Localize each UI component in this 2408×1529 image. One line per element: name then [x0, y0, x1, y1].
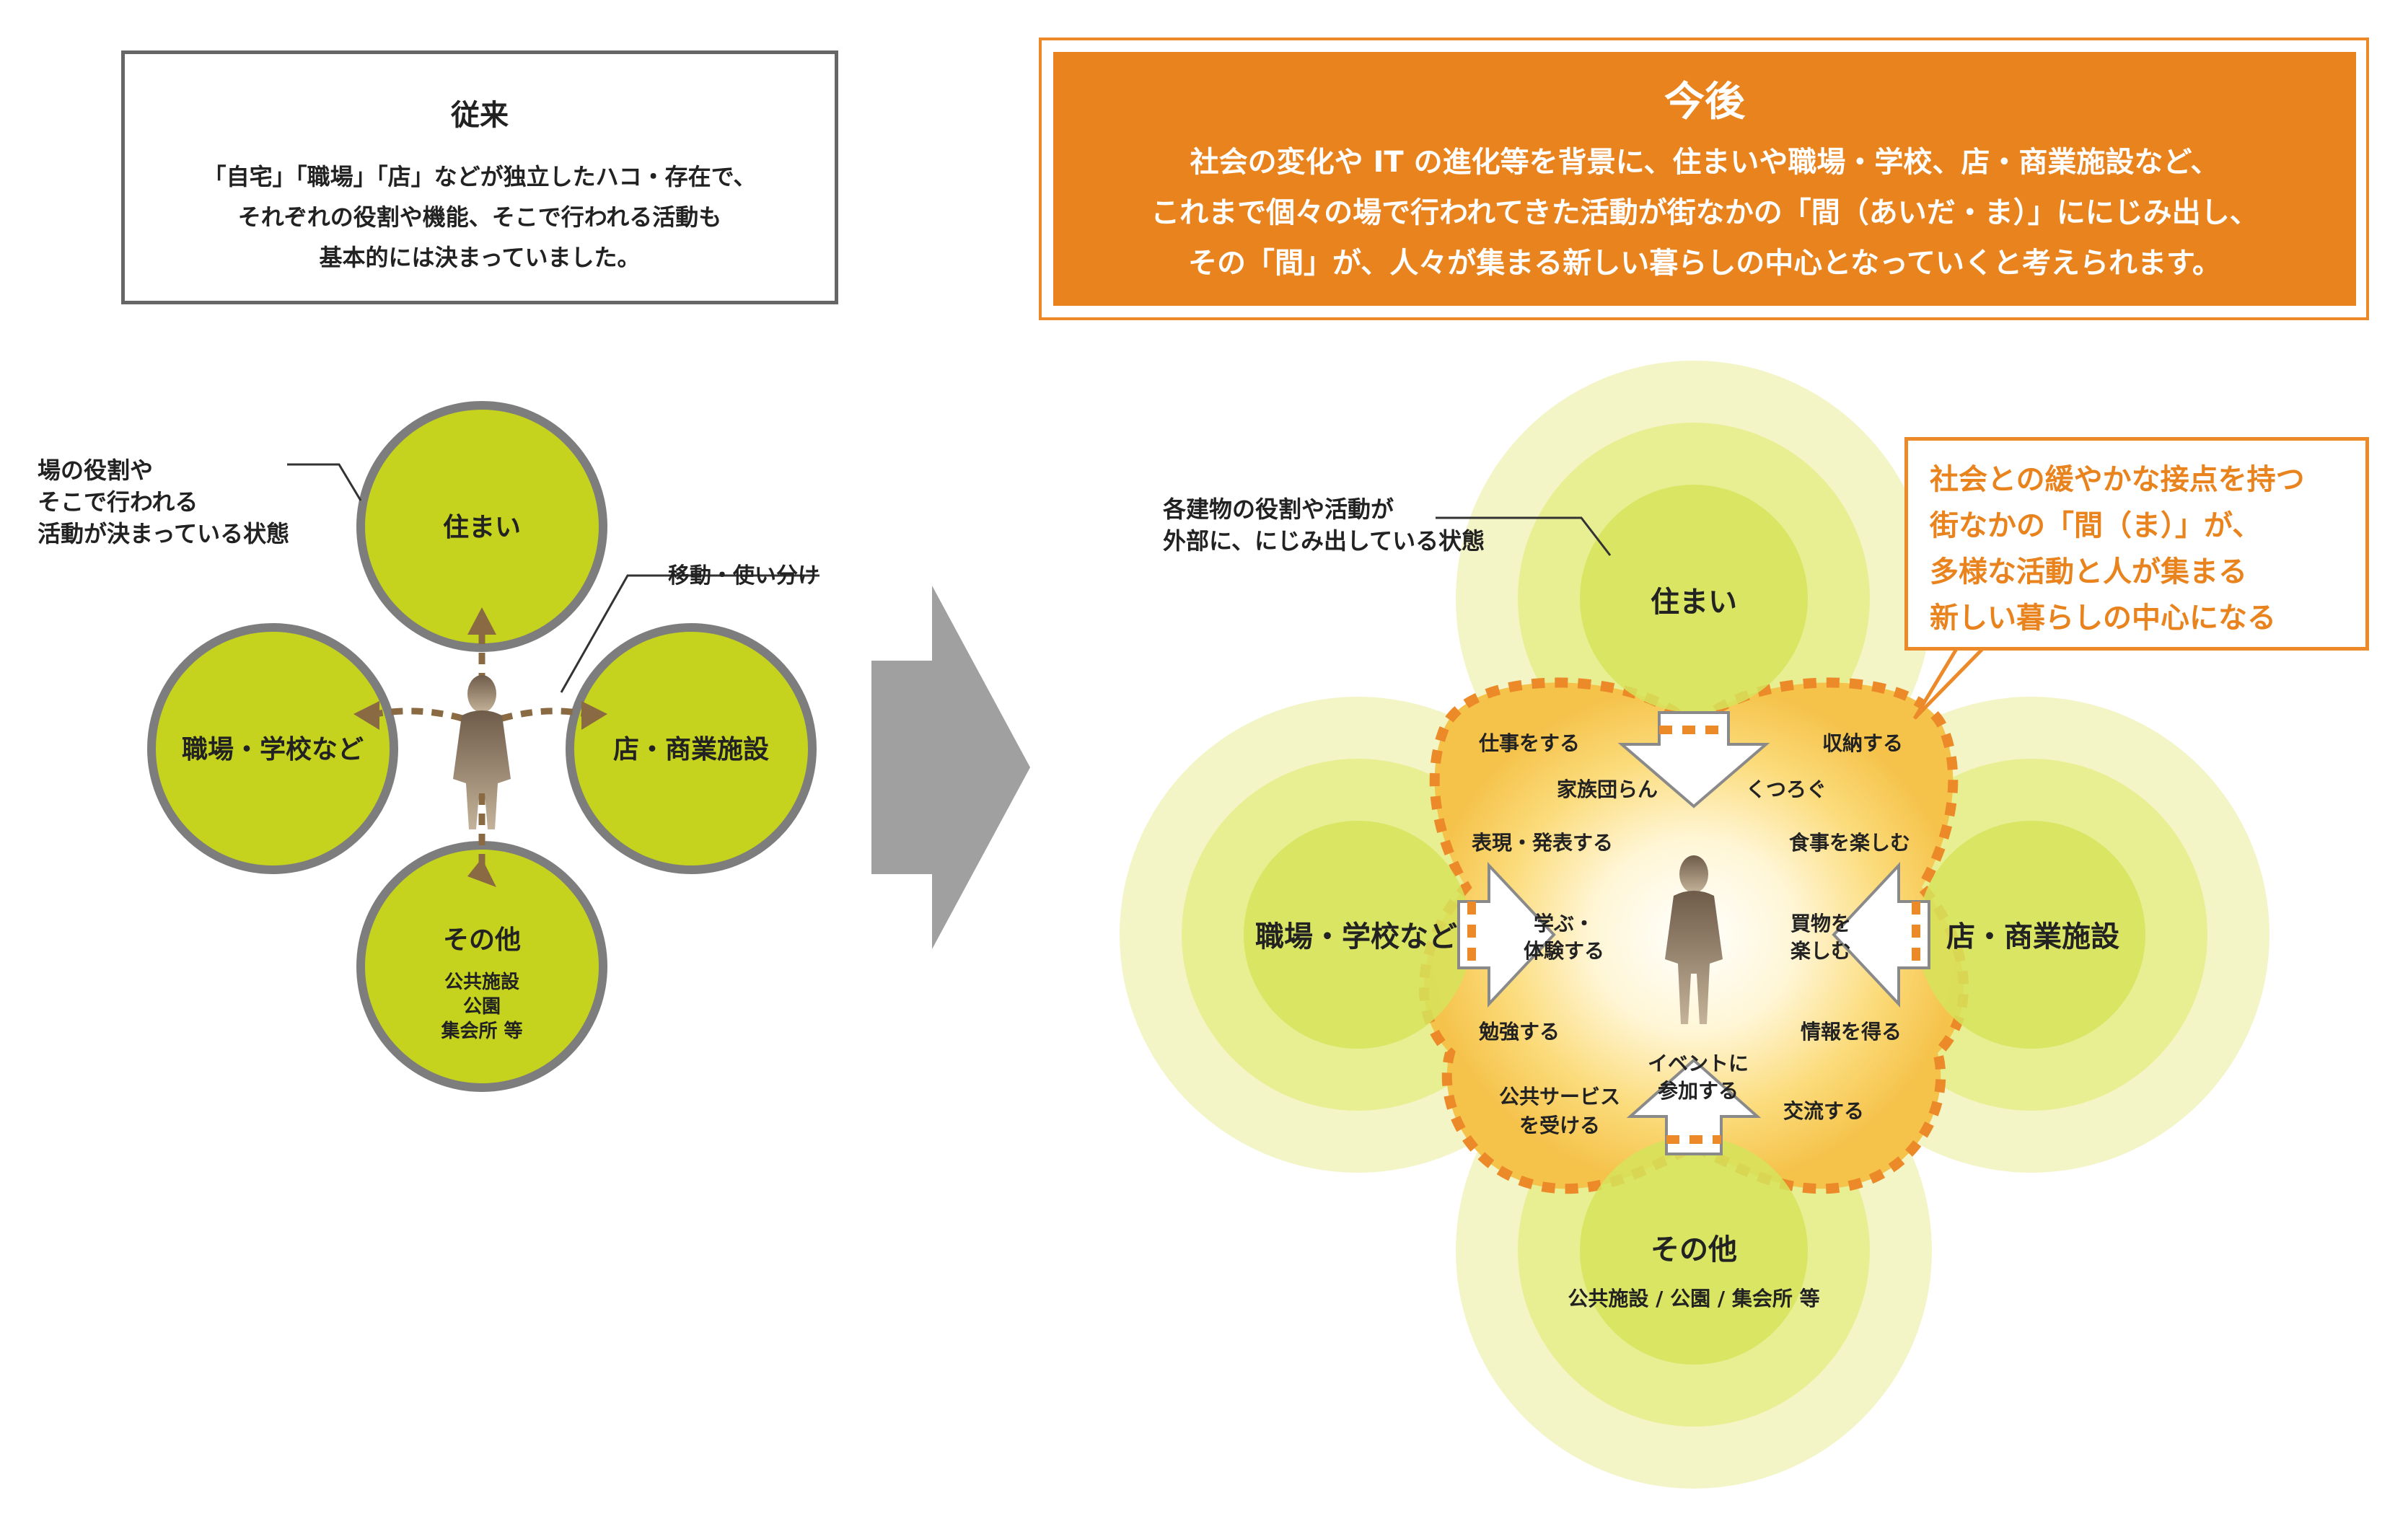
- callout-line-2: 街なかの「間（ま）」が、: [1930, 509, 2262, 542]
- future-note-line-2: 外部に、にじみ出している状態: [1163, 527, 1485, 555]
- activity-learn-1: 学ぶ・: [1534, 912, 1594, 935]
- core-work: [1244, 821, 1472, 1049]
- traditional-body-line-2: それぞれの役割や機能、そこで行われる活動も: [237, 203, 722, 231]
- activity-event-1: イベントに: [1648, 1052, 1749, 1075]
- activity-public-service-1: 公共サービス: [1499, 1085, 1620, 1109]
- callout-line-4: 新しい暮らしの中心になる: [1930, 602, 2276, 635]
- trad-circle-shop: [566, 623, 817, 874]
- traditional-note-line-2: そこで行われる: [38, 488, 198, 516]
- traditional-diagram: [147, 401, 819, 1092]
- trad-circle-home: [356, 401, 607, 652]
- activity-express: 表現・発表する: [1472, 831, 1613, 855]
- activity-relax: くつろぐ: [1746, 777, 1827, 801]
- future-label-shop: 店・商業施設: [1946, 920, 2119, 953]
- future-label-home: 住まい: [1651, 586, 1737, 619]
- future-body-line-3: その「間」が、人々が集まる新しい暮らしの中心となっていくと考えられます。: [1188, 247, 2221, 280]
- future-note-leader: [1436, 516, 1612, 556]
- activity-event-2: 参加する: [1658, 1079, 1739, 1103]
- activity-family: 家族団らん: [1557, 777, 1658, 801]
- transition-arrow-icon: [871, 586, 1030, 949]
- activity-shopping-1: 買物を: [1790, 912, 1851, 935]
- activity-info: 情報を得る: [1801, 1020, 1902, 1044]
- arrow-dashes: [1467, 726, 1920, 1144]
- callout-pointer: [1912, 648, 1984, 720]
- trad-label-other-sub-3: 集会所 等: [440, 1020, 522, 1042]
- trad-label-shop: 店・商業施設: [613, 735, 769, 764]
- person-silhouette-center-icon: [1665, 855, 1723, 1024]
- future-box: 今後 社会の変化や IT の進化等を背景に、住まいや職場・学校、店・商業施設など…: [1053, 52, 2356, 306]
- trad-label-other-sub-1: 公共施設: [444, 971, 520, 993]
- future-body-line-1: 社会の変化や IT の進化等を背景に、住まいや職場・学校、店・商業施設など、: [1190, 146, 2220, 179]
- core-other: [1580, 1137, 1808, 1365]
- movement-label: 移動・使い分け: [668, 563, 819, 589]
- activity-public-service-2: を受ける: [1519, 1114, 1600, 1137]
- activity-work-job: 仕事をする: [1478, 731, 1580, 755]
- activity-store: 収納する: [1822, 731, 1903, 755]
- movement-arrowheads: [353, 607, 607, 887]
- callout-line-1: 社会との緩やかな接点を持つ: [1930, 463, 2305, 496]
- activity-meal: 食事を楽しむ: [1789, 831, 1910, 855]
- future-body-line-2: これまで個々の場で行われてきた活動が街なかの「間（あいだ・ま）」ににじみ出し、: [1151, 196, 2259, 229]
- inward-arrow-icon: [1457, 711, 1930, 1155]
- future-diagram: [1120, 361, 2269, 1489]
- traditional-note: 場の役割や そこで行われる 活動が決まっている状態: [38, 454, 289, 550]
- traditional-note-line-3: 活動が決まっている状態: [38, 520, 290, 547]
- person-silhouette-icon: [453, 675, 511, 829]
- callout-line-3: 多様な活動と人が集まる: [1930, 555, 2247, 589]
- activity-shopping-2: 楽しむ: [1790, 939, 1851, 963]
- trad-label-other: その他: [443, 925, 521, 955]
- trad-label-home: 住まい: [443, 513, 521, 542]
- core-shop: [1917, 821, 2145, 1049]
- trad-label-other-sub-2: 公園: [463, 996, 501, 1018]
- traditional-box: 従来 「自宅」「職場」「店」などが独立したハコ・存在で、 それぞれの役割や機能、…: [121, 50, 838, 304]
- future-label-other-sub: 公共施設 / 公園 / 集会所 等: [1568, 1287, 1819, 1310]
- activity-study: 勉強する: [1478, 1020, 1560, 1044]
- future-callout: 社会との緩やかな接点を持つ 街なかの「間（ま）」が、 多様な活動と人が集まる 新…: [1904, 437, 2369, 651]
- future-label-other: その他: [1651, 1233, 1737, 1266]
- future-body: 社会の変化や IT の進化等を背景に、住まいや職場・学校、店・商業施設など、 こ…: [1053, 137, 2356, 288]
- trad-note-leader: [287, 463, 362, 501]
- movement-leader: [560, 574, 819, 693]
- trad-label-work: 職場・学校など: [182, 734, 364, 764]
- traditional-title: 従来: [451, 99, 509, 132]
- future-note: 各建物の役割や活動が 外部に、にじみ出している状態: [1163, 493, 1485, 557]
- future-title: 今後: [1664, 79, 1745, 125]
- activity-exchange: 交流する: [1783, 1099, 1864, 1123]
- traditional-body: 「自宅」「職場」「店」などが独立したハコ・存在で、 それぞれの役割や機能、そこで…: [125, 157, 835, 278]
- activity-learn-2: 体験する: [1524, 939, 1604, 963]
- future-note-line-1: 各建物の役割や活動が: [1163, 495, 1394, 523]
- traditional-body-line-3: 基本的には決まっていました。: [319, 244, 641, 271]
- core-home: [1580, 485, 1808, 713]
- future-callout-text: 社会との緩やかな接点を持つ 街なかの「間（ま）」が、 多様な活動と人が集まる 新…: [1930, 457, 2305, 641]
- traditional-body-line-1: 「自宅」「職場」「店」などが独立したハコ・存在で、: [203, 163, 757, 190]
- future-label-work: 職場・学校など: [1255, 920, 1457, 953]
- trad-circle-work: [147, 623, 398, 874]
- traditional-note-line-1: 場の役割や: [38, 457, 154, 484]
